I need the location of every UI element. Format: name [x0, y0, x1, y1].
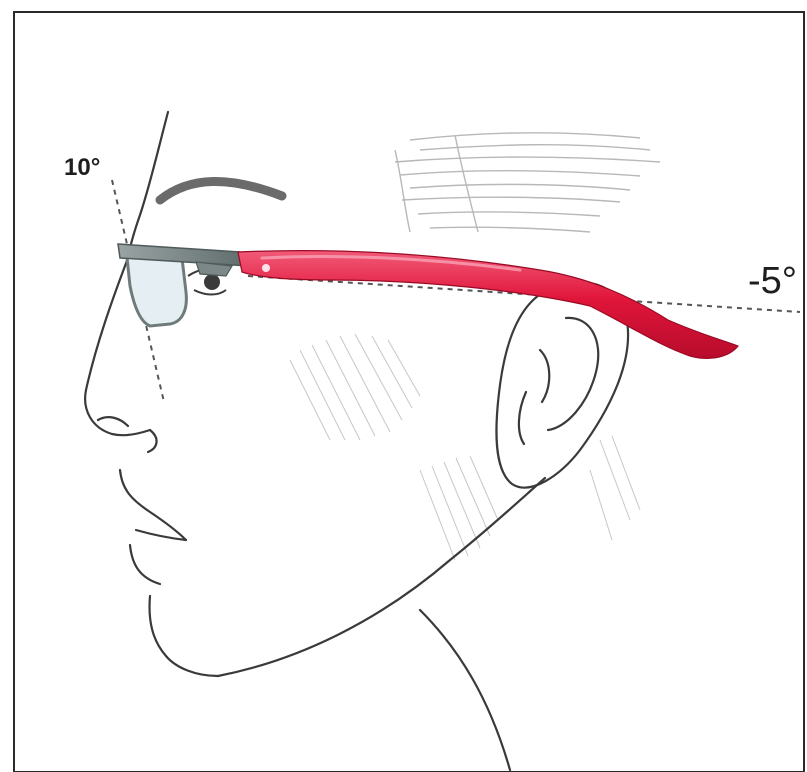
pantoscopic-angle-label: 10° [64, 156, 100, 180]
temple-angle-label: -5° [748, 262, 797, 300]
figure-border [14, 12, 804, 772]
temple-logo-mark [262, 264, 270, 272]
